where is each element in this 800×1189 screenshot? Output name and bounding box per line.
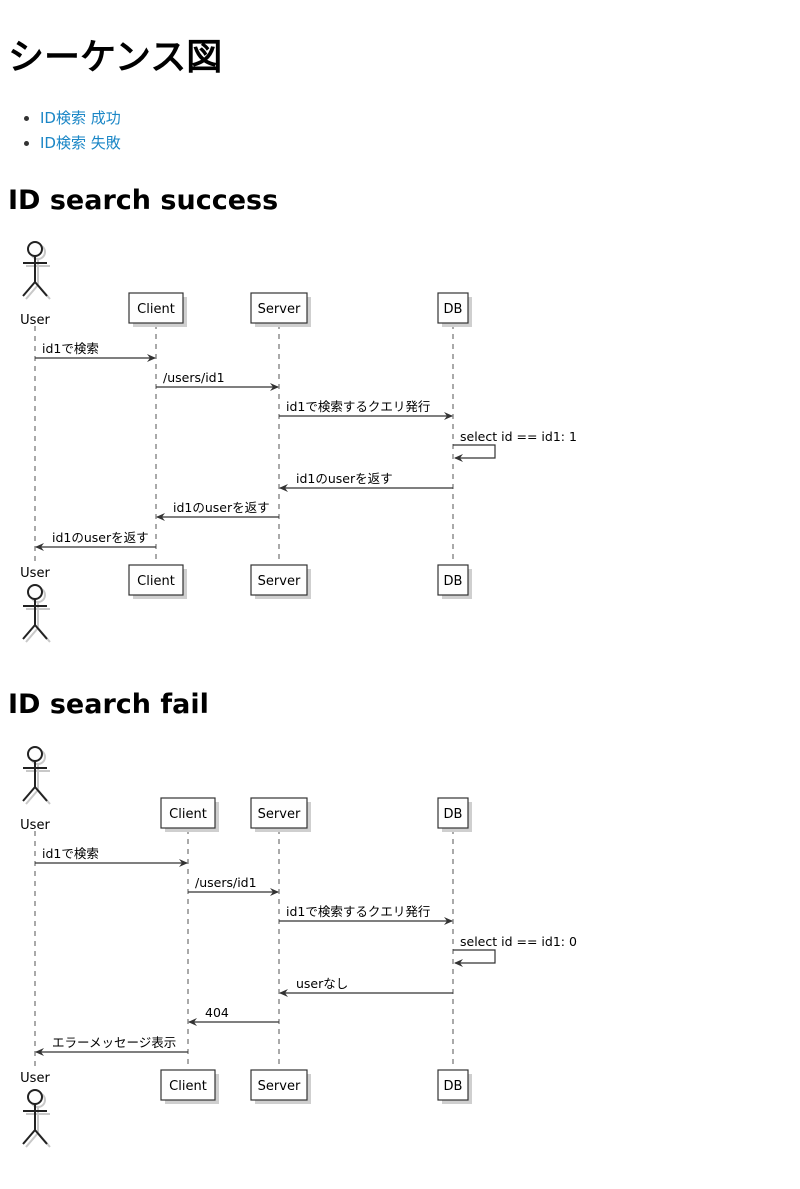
actor-legs xyxy=(22,785,48,802)
arrow-head xyxy=(147,354,156,362)
participant-box xyxy=(250,564,308,596)
participant-label: DB xyxy=(444,807,463,822)
section-heading-success: ID search success xyxy=(8,185,279,216)
arrow-head xyxy=(35,543,44,551)
message: 404 xyxy=(188,1005,279,1026)
message-label: 404 xyxy=(205,1005,229,1020)
message-label: select id == id1: 1 xyxy=(460,429,577,444)
message-line xyxy=(453,444,496,459)
participant-label: Client xyxy=(169,1079,207,1094)
message: /users/id1 xyxy=(156,370,279,391)
participant-label: Client xyxy=(169,807,207,822)
message: id1のuserを返す xyxy=(156,500,279,521)
arrow-head xyxy=(270,888,279,896)
actor-figure xyxy=(22,241,48,297)
message: id1で検索 xyxy=(35,341,156,362)
arrow-head xyxy=(156,513,165,521)
page-title: シーケンス図 xyxy=(8,37,223,78)
participant-box xyxy=(128,564,184,596)
participant-label: User xyxy=(20,818,50,833)
participant-label: Server xyxy=(258,302,301,317)
participant-box xyxy=(160,797,216,829)
participant-label: Server xyxy=(258,807,301,822)
actor-figure xyxy=(22,584,48,640)
table-of-contents: ID検索 成功 ID検索 失敗 xyxy=(8,106,121,156)
actor-head xyxy=(27,746,43,762)
toc-item: ID検索 成功 xyxy=(40,106,121,131)
participant-label: Client xyxy=(137,574,175,589)
sequence-diagram-fail: UserUserClientClientServerServerDBDBid1で… xyxy=(20,746,577,1148)
message: select id == id1: 0 xyxy=(453,934,577,967)
participant-box xyxy=(437,797,469,829)
participant-box xyxy=(437,292,469,324)
arrow-head xyxy=(270,383,279,391)
actor-head xyxy=(27,584,43,600)
message: id1のuserを返す xyxy=(35,530,156,551)
actor-legs xyxy=(22,280,48,297)
participant-label: DB xyxy=(444,574,463,589)
participant-label: User xyxy=(20,313,50,328)
participant-box xyxy=(250,797,308,829)
arrow-head xyxy=(444,412,453,420)
actor-legs xyxy=(22,623,48,640)
actor-icon xyxy=(22,1089,51,1148)
message-label: id1のuserを返す xyxy=(173,500,270,515)
actor-figure xyxy=(22,746,48,802)
actor-icon xyxy=(22,584,51,643)
message-label: /users/id1 xyxy=(195,875,257,890)
participant-box xyxy=(437,564,469,596)
message: id1で検索するクエリ発行 xyxy=(279,904,453,925)
message-label: userなし xyxy=(296,976,348,991)
message: select id == id1: 1 xyxy=(453,429,577,462)
sequence-diagram-success: UserUserClientClientServerServerDBDBid1で… xyxy=(20,241,577,643)
message-label: select id == id1: 0 xyxy=(460,934,577,949)
actor-icon xyxy=(22,241,51,300)
message: id1で検索 xyxy=(35,846,188,867)
participant-box xyxy=(250,1069,308,1101)
participant-box xyxy=(160,1069,216,1101)
arrow-head xyxy=(279,989,288,997)
arrow-head xyxy=(35,1048,44,1056)
participant-label: User xyxy=(20,566,50,581)
message-label: /users/id1 xyxy=(163,370,225,385)
message-label: id1で検索 xyxy=(42,341,99,356)
arrow-head xyxy=(188,1018,197,1026)
toc-link-success[interactable]: ID検索 成功 xyxy=(40,109,121,127)
message: id1で検索するクエリ発行 xyxy=(279,399,453,420)
actor-figure xyxy=(22,1089,48,1145)
message-label: エラーメッセージ表示 xyxy=(52,1035,176,1050)
message-label: id1で検索するクエリ発行 xyxy=(286,399,430,414)
message-label: id1のuserを返す xyxy=(52,530,149,545)
message: /users/id1 xyxy=(188,875,279,896)
arrow-head xyxy=(279,484,288,492)
message: id1のuserを返す xyxy=(279,471,453,492)
participant-label: DB xyxy=(444,302,463,317)
actor-icon xyxy=(22,746,51,805)
arrow-head xyxy=(179,859,188,867)
toc-item: ID検索 失敗 xyxy=(40,131,121,156)
participant-label: User xyxy=(20,1071,50,1086)
section-heading-fail: ID search fail xyxy=(8,689,209,720)
message-line xyxy=(453,949,496,964)
participant-label: Server xyxy=(258,574,301,589)
actor-legs xyxy=(22,1128,48,1145)
arrow-head xyxy=(444,917,453,925)
actor-head xyxy=(27,1089,43,1105)
message: エラーメッセージ表示 xyxy=(35,1035,188,1056)
message-label: id1のuserを返す xyxy=(296,471,393,486)
participant-box xyxy=(437,1069,469,1101)
participant-label: Client xyxy=(137,302,175,317)
toc-link-fail[interactable]: ID検索 失敗 xyxy=(40,134,121,152)
message: userなし xyxy=(279,976,453,997)
participant-box xyxy=(128,292,184,324)
message-label: id1で検索するクエリ発行 xyxy=(286,904,430,919)
participant-label: Server xyxy=(258,1079,301,1094)
actor-head xyxy=(27,241,43,257)
arrow-head xyxy=(454,959,463,967)
participant-label: DB xyxy=(444,1079,463,1094)
arrow-head xyxy=(454,454,463,462)
participant-box xyxy=(250,292,308,324)
message-label: id1で検索 xyxy=(42,846,99,861)
